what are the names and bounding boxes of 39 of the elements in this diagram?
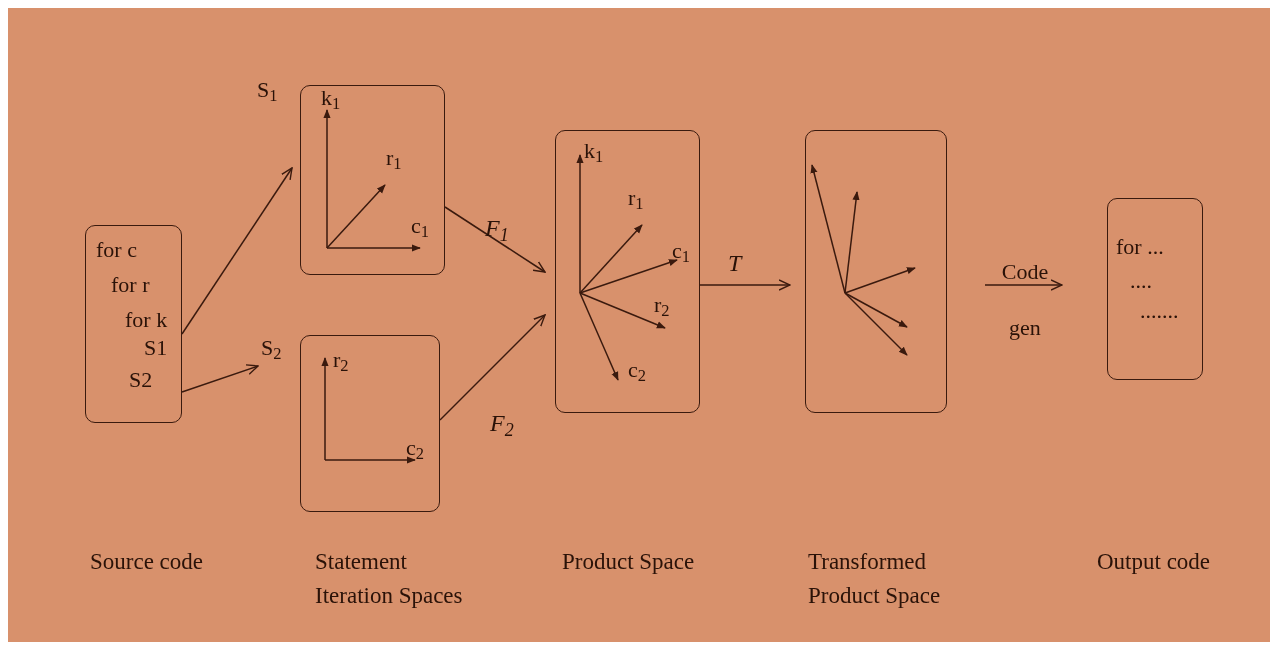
axis-label: k$_{1}$ bbox=[584, 139, 604, 163]
stage-caption: Output code bbox=[1097, 548, 1212, 576]
edge-label: F$_{2}$ bbox=[490, 410, 514, 436]
edge-label: T bbox=[728, 250, 742, 276]
axis-label: r$_{2}$ bbox=[333, 348, 349, 372]
arrow bbox=[699, 279, 791, 291]
axis-label: c$_{2}$ bbox=[406, 436, 424, 460]
axis-label: c$_{1}$ bbox=[411, 214, 429, 238]
code-line: S1 bbox=[144, 336, 168, 360]
axis-label: c$_{2}$ bbox=[628, 358, 646, 382]
statement-label: S$_{1}$ bbox=[257, 78, 278, 102]
axis-label: r$_{1}$ bbox=[628, 186, 644, 210]
axis-label: r$_{1}$ bbox=[386, 146, 402, 170]
code-line: for ... bbox=[1116, 235, 1164, 259]
stage-caption: Transformed Product Space bbox=[808, 548, 942, 610]
code-line: .... bbox=[1130, 269, 1152, 293]
arrow bbox=[984, 279, 1063, 291]
edge-label: Code gen bbox=[1000, 258, 1050, 342]
axis-label: c$_{1}$ bbox=[672, 239, 690, 263]
arrow bbox=[181, 364, 259, 393]
code-line: for r bbox=[111, 273, 150, 297]
stage-caption: Statement Iteration Spaces bbox=[315, 548, 464, 610]
stage-caption: Source code bbox=[90, 548, 205, 576]
stage-caption: Product Space bbox=[562, 548, 696, 576]
code-line: S2 bbox=[129, 368, 153, 392]
arrow bbox=[439, 314, 546, 421]
code-line: ....... bbox=[1140, 299, 1179, 323]
axis-label: r$_{2}$ bbox=[654, 293, 670, 317]
empty-box bbox=[805, 130, 947, 413]
code-line: for k bbox=[125, 308, 168, 332]
space-box bbox=[1107, 198, 1203, 380]
arrow bbox=[444, 206, 546, 273]
space-box bbox=[555, 130, 700, 413]
code-line: for c bbox=[96, 238, 137, 262]
edge-label: F$_{1}$ bbox=[485, 215, 509, 241]
axis-label: k$_{1}$ bbox=[321, 86, 341, 110]
arrow bbox=[181, 167, 293, 335]
space-box bbox=[85, 225, 182, 423]
statement-label: S$_{2}$ bbox=[261, 336, 282, 360]
